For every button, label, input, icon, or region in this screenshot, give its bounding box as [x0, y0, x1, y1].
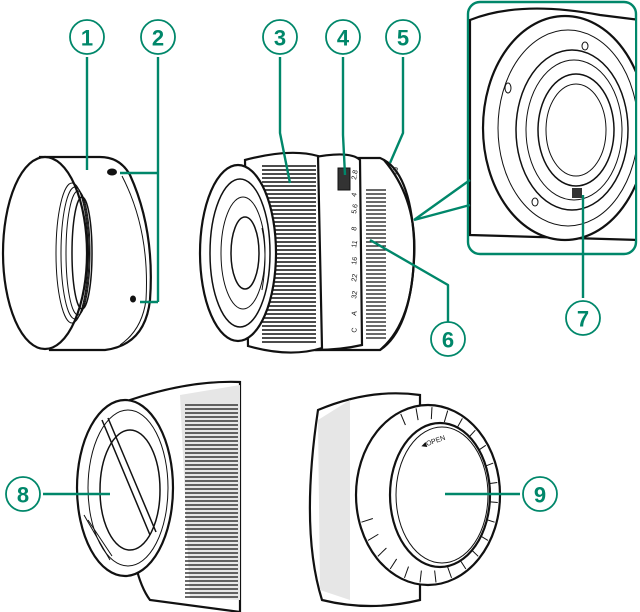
aperture-scale-value: 4	[351, 192, 359, 197]
callout-number: 3	[274, 26, 286, 51]
callout-9: 9	[522, 476, 558, 512]
lens-body: 2.8 4 5.6 8 11 16 22 32A C 63	[198, 151, 416, 354]
aperture-scale-value: 16	[351, 256, 359, 265]
callout-number: 8	[17, 483, 29, 508]
aperture-scale-value: 2.8	[351, 169, 360, 180]
callout-number: 1	[81, 26, 93, 51]
ring-groove	[404, 566, 409, 579]
callout-3: 3	[262, 19, 298, 55]
callout-4: 4	[325, 19, 361, 55]
ring-groove	[447, 566, 453, 579]
ring-groove	[419, 570, 422, 583]
callout-number: 9	[534, 483, 546, 508]
ring-groove	[400, 413, 406, 426]
callout-number: 7	[577, 307, 589, 332]
aperture-scale-value: 32	[351, 290, 359, 299]
aperture-scale-value: A	[351, 310, 359, 316]
hood-mount-mark	[130, 295, 136, 303]
callout-number: 4	[337, 26, 350, 51]
lens-hood	[1, 155, 152, 352]
callout-6: 6	[430, 321, 466, 357]
rear-mount-inset	[466, 0, 638, 256]
leader-lines	[43, 57, 585, 496]
callout-number: 2	[152, 26, 164, 51]
aperture-scale-value: 5.6	[351, 203, 360, 214]
ring-groove	[443, 410, 449, 423]
aperture-scale-value: C	[351, 327, 359, 333]
ring-groove	[377, 547, 387, 557]
aperture-scale-value: 22	[351, 273, 359, 282]
aperture-scale: 2.8 4 5.6 8 11 16 22 32A C	[351, 169, 360, 333]
callout-7: 7	[565, 300, 601, 336]
ring-groove	[367, 533, 379, 541]
electronic-contacts	[572, 188, 582, 198]
ring-groove	[361, 518, 373, 523]
ring-marking: 63	[391, 167, 398, 175]
ring-groove	[434, 570, 437, 583]
callout-2: 2	[140, 19, 176, 55]
callout-5: 5	[385, 19, 421, 55]
front-cap-view	[75, 380, 242, 612]
callout-number: 5	[397, 26, 409, 51]
aperture-scale-value: 11	[351, 240, 359, 248]
rear-cap-view: ◀OPEN	[308, 392, 502, 608]
ring-groove	[430, 407, 433, 420]
open-arrow-icon: ◀	[420, 441, 428, 450]
ring-groove	[389, 558, 398, 570]
ring-groove	[415, 408, 419, 421]
callout-number: 6	[442, 328, 454, 353]
callout-1: 1	[69, 19, 105, 55]
hood-index-mark	[107, 168, 117, 176]
callout-8: 8	[5, 476, 41, 512]
aperture-scale-value: 8	[351, 226, 359, 231]
